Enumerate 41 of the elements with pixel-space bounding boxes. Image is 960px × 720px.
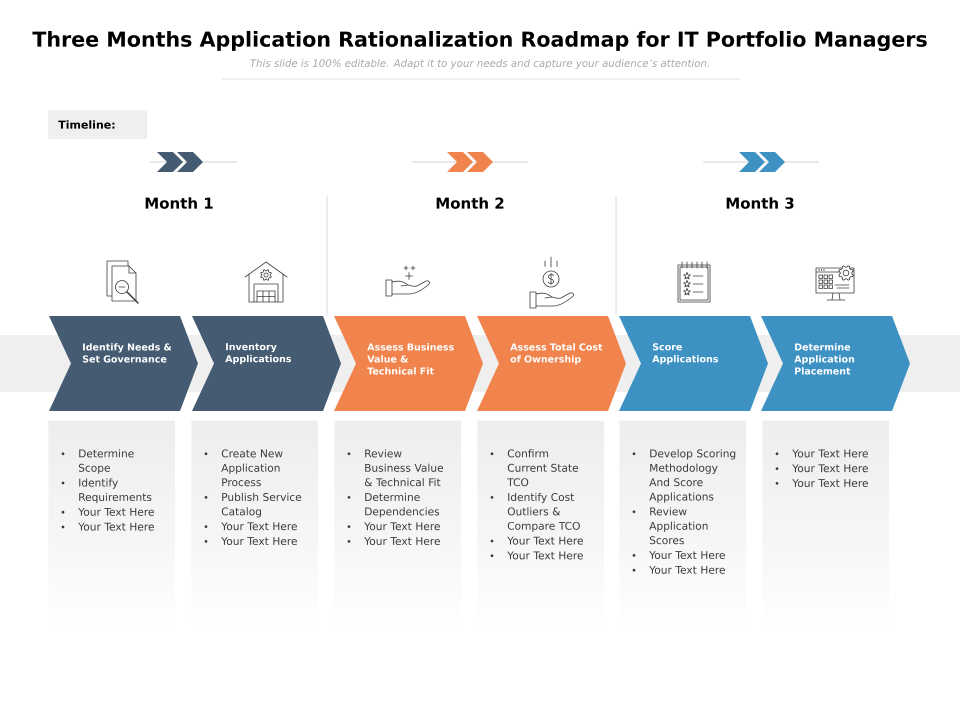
month-heading: Month 1	[146, 197, 213, 209]
chevron-step: Determine Application Placement	[761, 316, 910, 411]
list-item: Review Application Scores	[649, 507, 708, 544]
list-item: Your Text Here	[221, 522, 297, 530]
subtitle: This slide is 100% editable. Adapt it to your needs and capture your audience’s attention.	[250, 59, 709, 69]
list-item: Create New Application Process	[221, 449, 283, 486]
text-panel	[348, 449, 444, 546]
title: Three Months Application Rationalization Roadmap for IT Portfolio Managers	[32, 30, 927, 52]
list-item: Determine Dependencies	[365, 492, 440, 518]
list-item: Review Business Value & Technical Fit	[364, 449, 444, 486]
chevron-step: Score Applications	[619, 316, 768, 411]
list-item: Your Text Here	[792, 464, 868, 472]
month-heading: Month 2	[436, 197, 504, 209]
list-item: Your Text Here	[792, 479, 868, 488]
text-panel	[62, 449, 154, 531]
chevron-step: Identify Needs & Set Governance	[49, 316, 198, 411]
chevron-step: Assess Business Value & Technical Fit	[334, 316, 483, 411]
list-item: Determine Scope	[78, 449, 134, 474]
list-item: Your Text Here	[364, 537, 440, 546]
list-item: Your Text Here	[507, 552, 583, 560]
list-item: Confirm Current State TCO	[507, 449, 578, 486]
list-item: Your Text Here	[649, 566, 725, 574]
list-item: Develop Scoring Methodology And Score Applications	[649, 449, 736, 503]
list-item: Your Text Here	[649, 551, 725, 560]
month-heading: Month 3	[726, 197, 794, 209]
chevron-step: Inventory Applications	[192, 316, 341, 411]
text-panel	[204, 449, 302, 546]
text-panel	[490, 449, 583, 560]
text-panel	[776, 450, 868, 488]
list-item: Your Text Here	[78, 522, 154, 531]
list-item: Your Text Here	[78, 508, 154, 516]
list-item: Your Text Here	[792, 450, 868, 458]
list-item: Identify Cost Outliers & Compare TCO	[508, 492, 580, 532]
list-item: Your Text Here	[221, 537, 297, 546]
text-panel	[632, 449, 736, 574]
list-item: Your Text Here	[364, 522, 440, 530]
list-item: Your Text Here	[507, 536, 583, 545]
chevron-step: Assess Total Cost of Ownership	[477, 316, 626, 411]
list-item: Identify Requirements	[79, 478, 152, 504]
section-tag: Timeline:	[48, 110, 148, 139]
list-item: Publish Service Catalog	[222, 492, 302, 518]
